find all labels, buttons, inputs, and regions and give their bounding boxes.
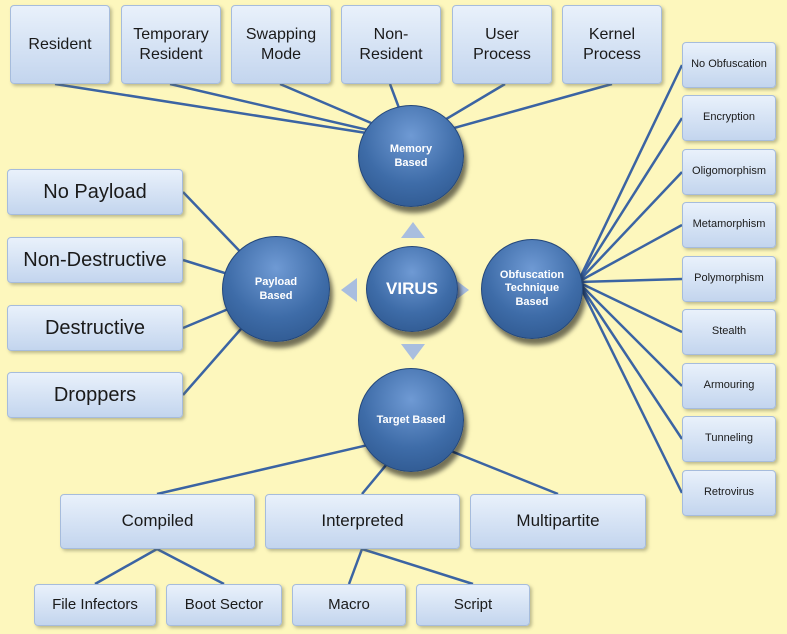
- connector-line: [576, 64, 684, 283]
- interpreted-child-script: Script: [416, 584, 530, 626]
- arrow-down-icon: [401, 344, 425, 360]
- center-virus-node: VIRUS: [366, 246, 458, 332]
- target-item-interpreted: Interpreted: [265, 494, 460, 549]
- memory-item-resident: Resident: [10, 5, 110, 84]
- connector-line: [576, 281, 684, 494]
- arrow-left-icon: [341, 278, 357, 302]
- obfuscation-item-metamorphism: Metamorphism: [682, 202, 776, 248]
- memory-based-node: Memory Based: [358, 105, 464, 207]
- memory-item-kernel-process: Kernel Process: [562, 5, 662, 84]
- connector-line: [94, 547, 158, 586]
- obfuscation-based-node: Obfuscation Technique Based: [481, 239, 583, 339]
- target-based-node: Target Based: [358, 368, 464, 472]
- arrow-up-icon: [401, 222, 425, 238]
- payload-item-non-destructive: Non-Destructive: [7, 237, 183, 283]
- connector-line: [576, 281, 684, 440]
- connector-line: [577, 281, 683, 387]
- obfuscation-item-encryption: Encryption: [682, 95, 776, 141]
- memory-item-non-resident: Non- Resident: [341, 5, 441, 84]
- target-item-multipartite: Multipartite: [470, 494, 646, 549]
- connector-line: [576, 117, 684, 283]
- connector-line: [577, 223, 683, 284]
- obfuscation-item-tunneling: Tunneling: [682, 416, 776, 462]
- payload-item-droppers: Droppers: [7, 372, 183, 418]
- obfuscation-item-stealth: Stealth: [682, 309, 776, 355]
- memory-item-swapping-mode: Swapping Mode: [231, 5, 331, 84]
- connector-line: [577, 280, 683, 334]
- payload-based-node: Payload Based: [222, 236, 330, 342]
- connector-line: [577, 171, 683, 283]
- connector-line: [156, 547, 225, 586]
- obfuscation-item-retrovirus: Retrovirus: [682, 470, 776, 516]
- connector-line: [347, 548, 364, 585]
- connector-line: [54, 82, 412, 142]
- payload-item-no-payload: No Payload: [7, 169, 183, 215]
- memory-item-temporary-resident: Temporary Resident: [121, 5, 221, 84]
- memory-item-user-process: User Process: [452, 5, 552, 84]
- obfuscation-item-polymorphism: Polymorphism: [682, 256, 776, 302]
- compiled-child-boot-sector: Boot Sector: [166, 584, 282, 626]
- connector-line: [577, 277, 683, 284]
- obfuscation-item-no-obfuscation: No Obfuscation: [682, 42, 776, 88]
- interpreted-child-macro: Macro: [292, 584, 406, 626]
- obfuscation-item-armouring: Armouring: [682, 363, 776, 409]
- obfuscation-item-oligomorphism: Oligomorphism: [682, 149, 776, 195]
- compiled-child-file-infectors: File Infectors: [34, 584, 156, 626]
- target-item-compiled: Compiled: [60, 494, 255, 549]
- payload-item-destructive: Destructive: [7, 305, 183, 351]
- connector-line: [361, 547, 474, 586]
